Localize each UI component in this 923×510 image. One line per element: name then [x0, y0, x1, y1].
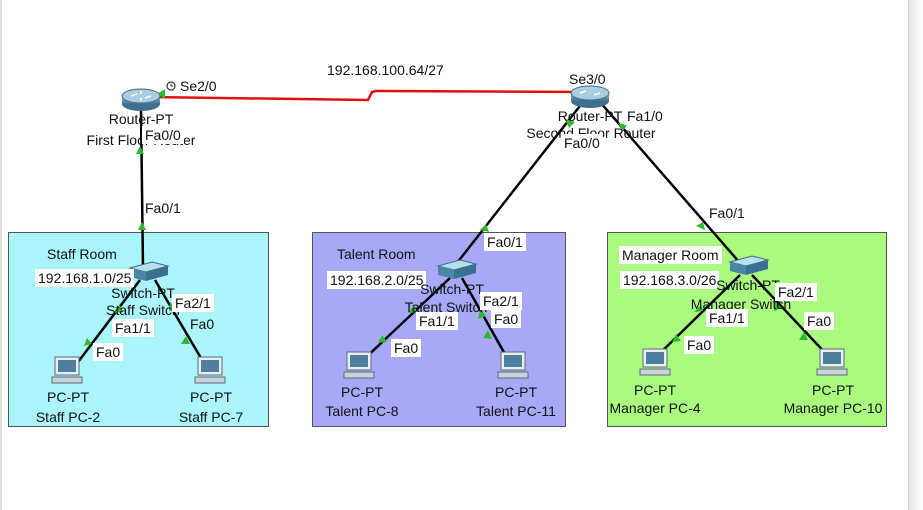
staff-switch-fa1-1-label: Fa1/1 [112, 319, 154, 337]
talent-pc11-icon[interactable] [497, 351, 529, 379]
first-router-type-label: Router-PT [108, 111, 174, 127]
manager-switch-fa1-1-label: Fa1/1 [706, 309, 748, 327]
manager-pc4-fa0-label: Fa0 [684, 336, 715, 354]
staff-switch-name-label: Staff Switch [106, 302, 180, 318]
staff-pc2-icon[interactable] [51, 356, 83, 384]
talent-room-title: Talent Room [337, 246, 416, 262]
staff-uplink-fa0-1-label: Fa0/1 [145, 200, 181, 216]
talent-switch-fa2-1-label: Fa2/1 [480, 292, 522, 310]
second-router-type-label: Router-PT [557, 108, 623, 124]
manager-pc10-icon[interactable] [816, 348, 848, 376]
manager-switch-type-label: Switch-PT [716, 277, 780, 293]
talent-pc8-fa0-label: Fa0 [391, 339, 422, 357]
second-router-fa1-0-label: Fa1/0 [624, 107, 666, 125]
staff-switch-icon[interactable] [128, 261, 170, 281]
first-floor-router-icon[interactable] [121, 88, 161, 111]
link-staff-switch-pc7[interactable] [153, 279, 210, 371]
staff-room-title: Staff Room [47, 246, 117, 262]
staff-switch-fa2-1-label: Fa2/1 [172, 294, 214, 312]
staff-pc7-name-label: Staff PC-7 [178, 409, 244, 425]
manager-pc10-name-label: Manager PC-10 [783, 400, 883, 416]
staff-pc2-type-label: PC-PT [47, 389, 89, 405]
talent-uplink-fa0-1-label: Fa0/1 [484, 233, 526, 251]
talent-switch-fa1-1-label: Fa1/1 [416, 312, 458, 330]
staff-pc7-type-label: PC-PT [190, 389, 232, 405]
talent-switch-type-label: Switch-PT [420, 281, 484, 297]
talent-switch-name-label: Talent Switch [404, 299, 488, 315]
second-floor-router-icon[interactable] [570, 85, 610, 108]
staff-pc7-icon[interactable] [194, 356, 226, 384]
canvas-left-border [0, 0, 2, 510]
se3-0-port-label: Se3/0 [569, 71, 606, 87]
manager-switch-icon[interactable] [728, 255, 770, 275]
link-talent-switch-pc8[interactable] [359, 277, 451, 364]
manager-room-network: 192.168.3.0/26 [620, 271, 720, 289]
talent-pc11-name-label: Talent PC-11 [476, 403, 556, 419]
staff-switch-type-label: Switch-PT [111, 285, 175, 301]
second-router-name-label: Second Floor Router [526, 125, 656, 141]
talent-switch-icon[interactable] [436, 259, 478, 279]
manager-switch-fa2-1-label: Fa2/1 [775, 283, 817, 301]
talent-room-network: 192.168.2.0/25 [327, 271, 427, 289]
manager-pc10-type-label: PC-PT [812, 382, 854, 398]
link-second-router-talent-switch[interactable] [452, 101, 584, 269]
talent-pc8-type-label: PC-PT [341, 384, 383, 400]
first-router-fa0-0-label: Fa0/0 [142, 126, 184, 144]
workspace-right-edge [908, 0, 923, 510]
wan-serial-link[interactable] [149, 89, 591, 102]
link-staff-switch-pc2[interactable] [71, 279, 141, 371]
manager-pc4-icon[interactable] [639, 348, 671, 376]
staff-pc7-fa0-label: Fa0 [190, 316, 215, 332]
link-talent-switch-pc11[interactable] [460, 277, 512, 364]
staff-pc2-fa0-label: Fa0 [93, 343, 124, 361]
talent-pc11-type-label: PC-PT [495, 384, 537, 400]
second-router-fa0-0-label: Fa0/0 [561, 134, 603, 152]
link-manager-switch-pc4[interactable] [654, 274, 741, 359]
manager-switch-name-label: Manager Switch [690, 296, 792, 312]
se2-0-port-label: Se2/0 [180, 78, 217, 94]
link-manager-switch-pc10[interactable] [751, 274, 831, 359]
link-first-router-staff-switch[interactable] [139, 109, 145, 269]
talent-pc11-fa0-label: Fa0 [491, 310, 522, 328]
wan-network-label: 192.168.100.64/27 [327, 62, 444, 78]
manager-pc10-fa0-label: Fa0 [804, 312, 835, 330]
manager-pc4-type-label: PC-PT [634, 382, 676, 398]
manager-room-title: Manager Room [619, 246, 722, 264]
manager-uplink-fa0-1-label: Fa0/1 [709, 205, 745, 221]
staff-pc2-name-label: Staff PC-2 [35, 409, 101, 425]
talent-pc8-name-label: Talent PC-8 [325, 403, 399, 419]
manager-pc4-name-label: Manager PC-4 [609, 400, 701, 416]
staff-room-network: 192.168.1.0/25 [35, 269, 135, 287]
clock-icon [166, 81, 176, 91]
talent-pc8-icon[interactable] [343, 351, 375, 379]
